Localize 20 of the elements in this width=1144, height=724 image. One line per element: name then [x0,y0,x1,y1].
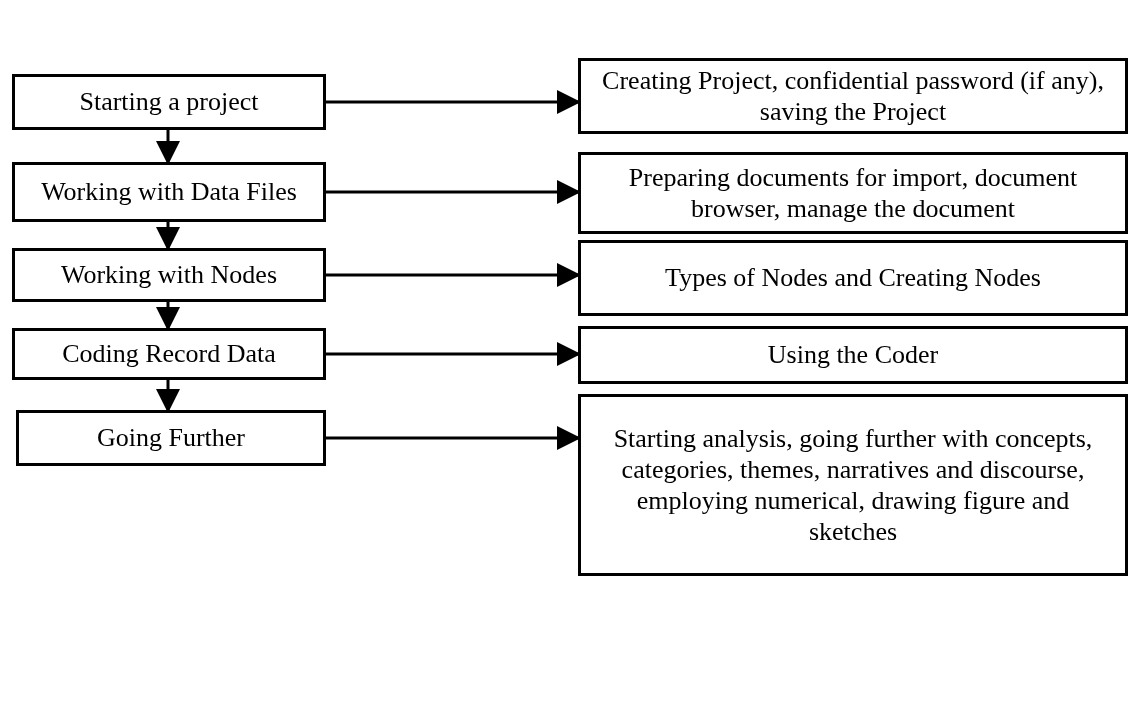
box-text: Going Further [96,422,245,454]
process-box [578,58,1128,134]
process-box [12,248,326,302]
box-text: Creating Project, confidential password (if any), saving the Project [601,64,1105,128]
box-text: Working with Nodes [61,259,277,291]
box-text: Starting analysis, going further with concepts, categories, themes, narratives and discourse, employing numerical, drawing figure and sketches [612,422,1094,548]
process-box [12,328,326,380]
process-box [16,410,326,466]
process-box [578,240,1128,316]
process-box [12,74,326,130]
process-box [578,152,1128,234]
process-box [12,162,326,222]
box-text: Working with Data Files [41,176,297,208]
process-box [578,394,1128,576]
box-text: Using the Coder [767,339,939,371]
box-text: Coding Record Data [62,338,276,370]
box-text: Preparing documents for import, document browser, manage the document [627,161,1079,225]
process-box [578,326,1128,384]
box-text: Types of Nodes and Creating Nodes [665,262,1041,294]
box-text: Starting a project [79,86,259,118]
